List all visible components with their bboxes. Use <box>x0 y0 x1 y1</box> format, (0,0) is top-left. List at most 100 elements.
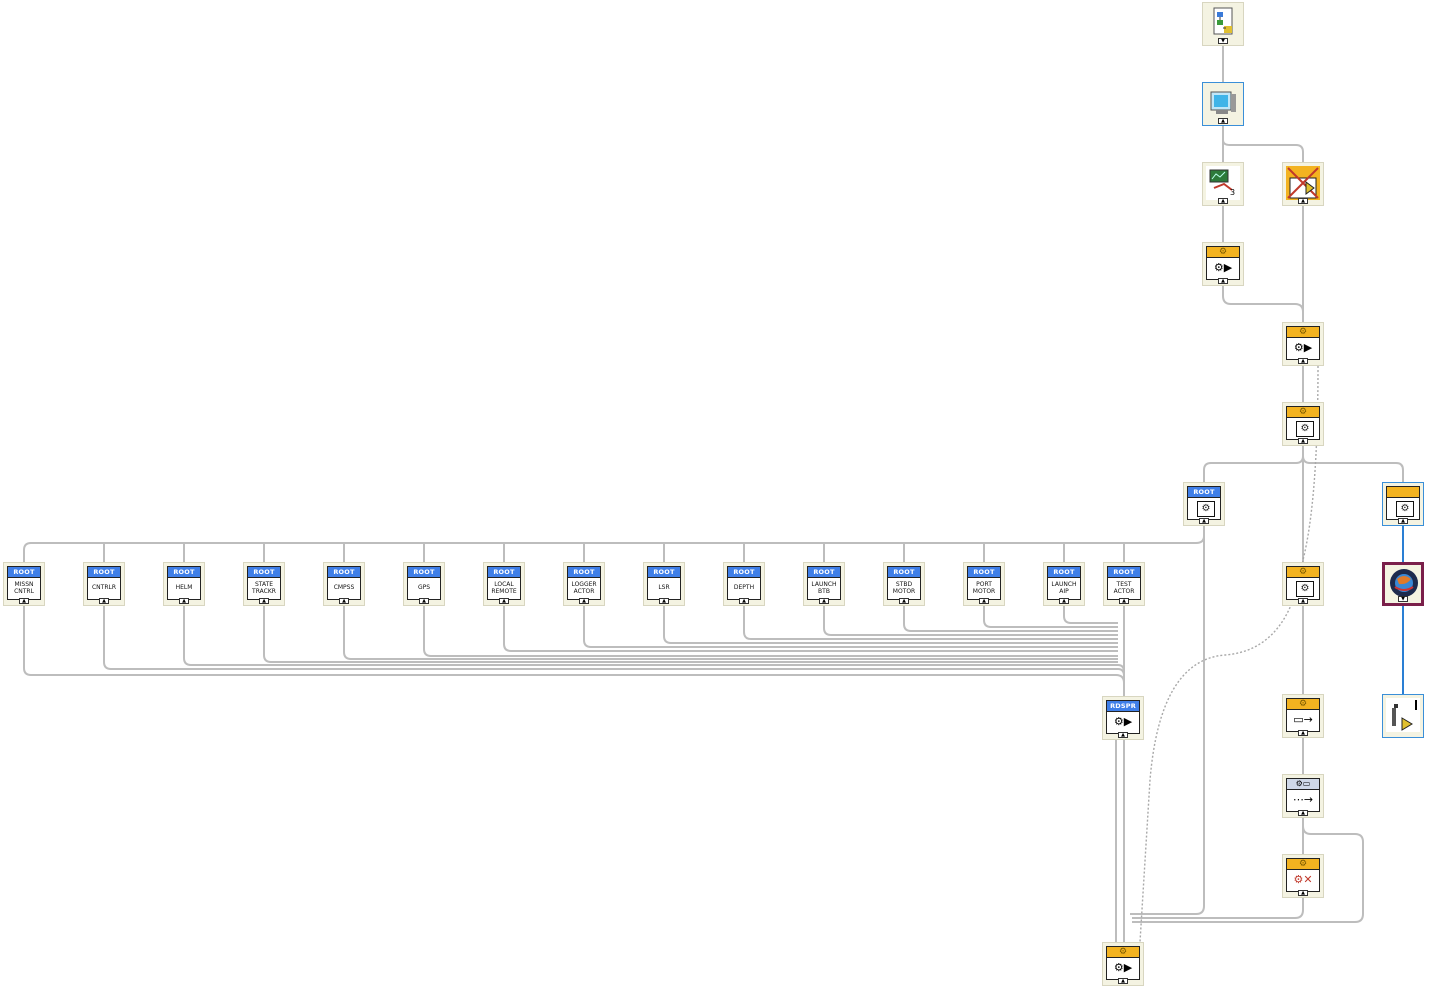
cancel-actor-icon <box>1287 167 1319 199</box>
root-header: ROOT <box>808 567 840 578</box>
root-header: ROOT <box>1188 487 1220 498</box>
globe-node[interactable]: ▼ <box>1382 562 1424 606</box>
up-terminal[interactable]: ▲ <box>819 598 829 604</box>
root-header: ROOT <box>1108 567 1140 578</box>
probe-node[interactable]: 3 ▲ <box>1202 162 1244 206</box>
down-terminal[interactable]: ▼ <box>1218 38 1228 44</box>
globe-icon <box>1390 569 1418 597</box>
actor-node-helm[interactable]: ROOT HELM ▲ <box>163 562 205 606</box>
up-terminal[interactable]: ▲ <box>1298 810 1308 816</box>
up-terminal[interactable]: ▲ <box>739 598 749 604</box>
up-terminal[interactable]: ▲ <box>979 598 989 604</box>
up-terminal[interactable]: ▲ <box>1119 598 1129 604</box>
gear-icon: ⚙ <box>1207 247 1239 258</box>
root-header: ROOT <box>168 567 200 578</box>
queue-icon: ⚙▭ <box>1287 779 1319 790</box>
launch-root-node[interactable]: ▼ <box>1202 2 1244 46</box>
monitor-icon <box>1210 91 1236 114</box>
actor-core-icon: ⚙▶ <box>1293 341 1313 354</box>
reference-icon <box>1392 700 1417 731</box>
gear-icon: ⚙ <box>1287 567 1319 578</box>
gear-launch-node[interactable]: ⚙ ⚙▶ ▲ <box>1202 242 1244 286</box>
up-terminal[interactable]: ▲ <box>1298 358 1308 364</box>
gear-icon: ⚙ <box>1287 407 1319 418</box>
root-header: ROOT <box>1048 567 1080 578</box>
up-terminal[interactable]: ▲ <box>1298 598 1308 604</box>
actor-node-2[interactable]: ⚙ ⚙ ▲ <box>1282 562 1324 606</box>
queue-node[interactable]: ⚙▭ ⋯→ ▲ <box>1282 774 1324 818</box>
up-terminal[interactable]: ▲ <box>99 598 109 604</box>
up-terminal[interactable]: ▲ <box>1298 890 1308 896</box>
rdspr-node[interactable]: RDSPR ⚙▶ ▲ <box>1102 696 1144 740</box>
up-terminal[interactable]: ▲ <box>1298 198 1308 204</box>
gear-icon: ⚙ <box>1287 699 1319 710</box>
hierarchy-icon <box>1213 7 1233 35</box>
actor-label: CNTRLR <box>91 584 117 591</box>
gold-actor-node[interactable]: ⚙ ▲ <box>1382 482 1424 526</box>
chart-probe-icon <box>1209 169 1233 191</box>
up-terminal[interactable]: ▲ <box>499 598 509 604</box>
up-terminal[interactable]: ▲ <box>419 598 429 604</box>
up-terminal[interactable]: ▲ <box>659 598 669 604</box>
vi-ref-node[interactable] <box>1382 694 1424 738</box>
actor-label: LSR <box>658 584 670 591</box>
up-terminal[interactable]: ▲ <box>1118 978 1128 984</box>
actor-node[interactable]: ⚙ ⚙ ▲ <box>1282 402 1324 446</box>
stop-actor-node[interactable]: ▲ <box>1282 162 1324 206</box>
root-header: ROOT <box>648 567 680 578</box>
up-terminal[interactable]: ▲ <box>1298 438 1308 444</box>
rdspr-header: RDSPR <box>1107 701 1139 712</box>
up-terminal[interactable]: ▲ <box>1218 118 1228 124</box>
up-terminal[interactable]: ▲ <box>1218 278 1228 284</box>
up-terminal[interactable]: ▲ <box>339 598 349 604</box>
up-terminal[interactable]: ▲ <box>179 598 189 604</box>
up-terminal[interactable]: ▲ <box>1118 732 1128 738</box>
up-terminal[interactable]: ▲ <box>259 598 269 604</box>
count-badge: 3 <box>1230 188 1236 197</box>
gear-box-icon: ⚙ <box>1296 581 1314 597</box>
bottom-launch-node[interactable]: ⚙ ⚙▶ ▲ <box>1102 942 1144 986</box>
up-terminal[interactable]: ▲ <box>579 598 589 604</box>
actor-core-node[interactable]: ⚙ ⚙▶ ▲ <box>1282 322 1324 366</box>
monitor-node[interactable]: ▲ <box>1202 82 1244 126</box>
launch-icon: ⚙▶ <box>1213 261 1233 274</box>
up-terminal[interactable]: ▲ <box>899 598 909 604</box>
actor-node-gps[interactable]: ROOT GPS ▲ <box>403 562 445 606</box>
gear-box-icon: ⚙ <box>1296 421 1314 437</box>
up-terminal[interactable]: ▲ <box>1199 518 1209 524</box>
down-terminal[interactable]: ▼ <box>1398 596 1408 602</box>
root-header: ROOT <box>408 567 440 578</box>
actor-label: HELM <box>175 584 193 591</box>
gear-box-icon: ⚙ <box>1197 501 1215 517</box>
actor-node-lsr[interactable]: ROOT LSR ▲ <box>643 562 685 606</box>
root-header: ROOT <box>568 567 600 578</box>
message-node[interactable]: ⚙ ▭→ ▲ <box>1282 694 1324 738</box>
actor-label: GPS <box>417 584 431 591</box>
up-terminal[interactable]: ▲ <box>1059 598 1069 604</box>
root-header: ROOT <box>888 567 920 578</box>
up-terminal[interactable]: ▲ <box>1398 518 1408 524</box>
up-terminal[interactable]: ▲ <box>1218 198 1228 204</box>
up-terminal[interactable]: ▲ <box>19 598 29 604</box>
root-actor-node[interactable]: ROOT ⚙ ▲ <box>1183 482 1225 526</box>
up-terminal[interactable]: ▲ <box>1298 730 1308 736</box>
stop-node[interactable]: ⚙ ⚙✕ ▲ <box>1282 854 1324 898</box>
root-header: ROOT <box>328 567 360 578</box>
